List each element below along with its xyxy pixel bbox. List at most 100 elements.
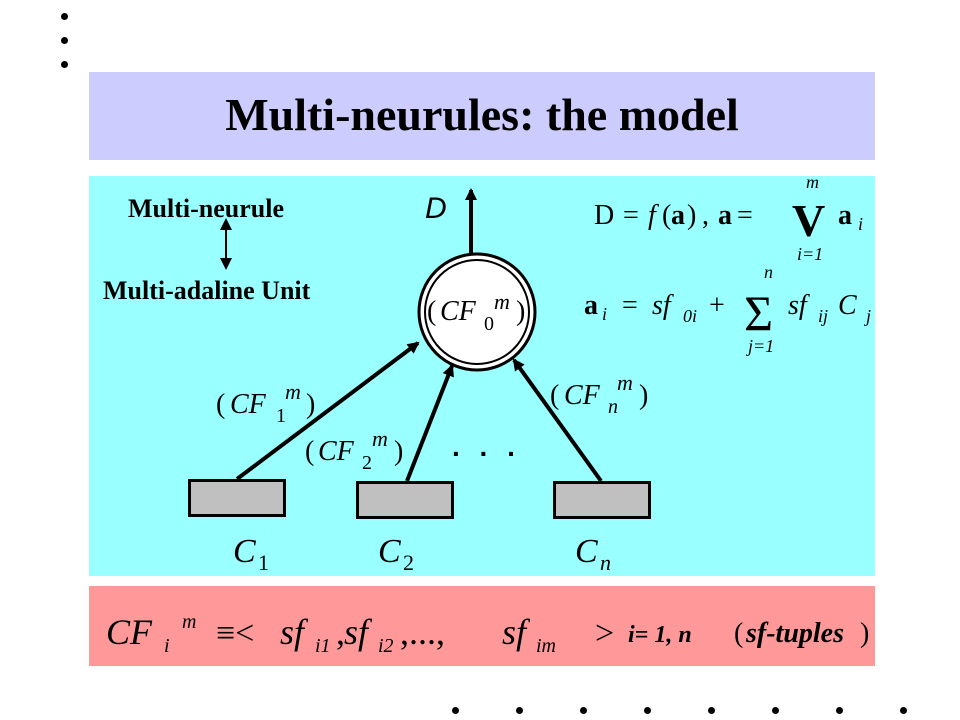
- input-box-1: [188, 479, 286, 517]
- bullet-dot: [516, 707, 523, 714]
- svg-text:≡<: ≡<: [216, 615, 254, 652]
- svg-text:i=1: i=1: [797, 244, 823, 264]
- svg-text:n: n: [764, 262, 773, 282]
- cf0-sup: m: [494, 289, 510, 314]
- svg-text:C: C: [378, 533, 401, 570]
- svg-text:sf: sf: [788, 290, 810, 321]
- svg-text:): ): [860, 618, 869, 649]
- svg-text:): ): [306, 389, 315, 420]
- svg-text:,: ,: [702, 200, 709, 231]
- svg-text:C: C: [838, 290, 857, 321]
- input-box-2: [356, 481, 454, 519]
- svg-text:): ): [394, 436, 403, 467]
- svg-text:a: a: [718, 200, 732, 231]
- cfn-sup: m: [617, 370, 633, 395]
- svg-text:2: 2: [403, 550, 414, 575]
- svg-text:j: j: [864, 306, 871, 326]
- input-arrow-1: [235, 341, 420, 481]
- svg-text:,...,: ,...,: [400, 612, 445, 652]
- svg-text:m: m: [806, 172, 819, 192]
- output-label: D: [425, 192, 447, 225]
- weight-cf1: ( CF 1 m ): [216, 379, 315, 427]
- bullet-dot: [61, 37, 68, 44]
- svg-text:i: i: [164, 635, 170, 657]
- cf1-sub: 1: [276, 405, 286, 427]
- svg-text:,: ,: [336, 612, 345, 652]
- bullet-dot: [644, 707, 651, 714]
- svg-text:CF: CF: [106, 612, 153, 652]
- svg-text:C: C: [575, 533, 598, 570]
- svg-text:i2: i2: [378, 635, 394, 657]
- svg-text:(: (: [427, 296, 436, 327]
- bullet-dot: [580, 707, 587, 714]
- svg-text:i: i: [858, 214, 863, 234]
- cf0-base: CF: [440, 296, 477, 327]
- svg-text:a: a: [584, 290, 598, 321]
- bullet-dot: [61, 61, 68, 68]
- bullet-dot: [900, 707, 907, 714]
- title-band: Multi-neurules: the model: [89, 72, 875, 160]
- bullet-dot: [61, 13, 68, 20]
- svg-text:): ): [687, 200, 696, 231]
- svg-text:=: =: [623, 200, 639, 231]
- input-label-n: C n: [575, 533, 611, 575]
- multi-neurule-label: Multi-neurule: [128, 194, 284, 223]
- svg-text:a: a: [671, 200, 685, 231]
- svg-text:i1: i1: [315, 635, 331, 657]
- svg-text:): ): [639, 380, 648, 411]
- tuples-label: sf-tuples: [745, 618, 844, 649]
- svg-text:a: a: [838, 200, 852, 231]
- svg-text:(: (: [550, 380, 559, 411]
- input-box-n: [553, 481, 651, 519]
- svg-text:): ): [516, 296, 525, 327]
- weight-cf2: ( CF 2 m ): [305, 426, 403, 474]
- svg-text:D: D: [594, 200, 614, 231]
- cfn-base: CF: [564, 380, 601, 411]
- svg-text:C: C: [233, 533, 256, 570]
- svg-text:j=1: j=1: [746, 336, 774, 356]
- weight-cfn: ( CF n m ): [550, 370, 648, 418]
- multi-adaline-label: Multi-adaline Unit: [103, 276, 311, 305]
- input-arrow-2: [405, 364, 454, 482]
- svg-text:sf: sf: [652, 290, 674, 321]
- bullet-dot: [836, 707, 843, 714]
- svg-text:sf: sf: [280, 612, 309, 652]
- bullet-dot: [772, 707, 779, 714]
- index-range: i= 1, n: [628, 622, 692, 648]
- svg-text:(: (: [216, 389, 225, 420]
- cf0-sub: 0: [484, 313, 494, 335]
- svg-text:m: m: [182, 611, 196, 633]
- cf1-base: CF: [230, 389, 267, 420]
- svg-text:0i: 0i: [683, 306, 697, 326]
- cf2-base: CF: [318, 436, 355, 467]
- cfn-sub: n: [608, 396, 618, 418]
- cf1-sup: m: [285, 379, 301, 404]
- svg-text:>: >: [595, 615, 614, 652]
- svg-text:ij: ij: [818, 306, 828, 326]
- cf2-sub: 2: [362, 452, 372, 474]
- svg-text:V: V: [792, 195, 825, 246]
- svg-text:sf: sf: [502, 612, 531, 652]
- svg-text:=: =: [622, 290, 638, 321]
- equation-output: D = f ( a ) , a = m V i=1 a i: [594, 172, 863, 264]
- svg-text:(: (: [734, 618, 743, 649]
- cf2-sup: m: [372, 426, 388, 451]
- definition-panel: [89, 586, 875, 666]
- cf-definition: CF i m ≡< sf i1 , sf i2 ,..., sf im > i=…: [106, 611, 869, 657]
- input-arrow-n: [512, 358, 603, 483]
- input-label-2: C 2: [378, 533, 414, 575]
- equation-activation: a i = sf 0i + n Σ j=1 sf ij C j: [584, 262, 871, 356]
- svg-text:im: im: [536, 635, 556, 657]
- ellipsis: . . .: [452, 431, 521, 462]
- svg-text:Σ: Σ: [744, 285, 773, 341]
- svg-text:1: 1: [258, 550, 269, 575]
- svg-text:(: (: [305, 436, 314, 467]
- svg-text:i: i: [602, 304, 607, 324]
- weight-cf0: ( CF 0 m ): [427, 289, 525, 335]
- bullet-dot: [708, 707, 715, 714]
- svg-text:f: f: [648, 200, 659, 231]
- slide-title: Multi-neurules: the model: [225, 89, 739, 140]
- svg-text:+: +: [709, 290, 725, 321]
